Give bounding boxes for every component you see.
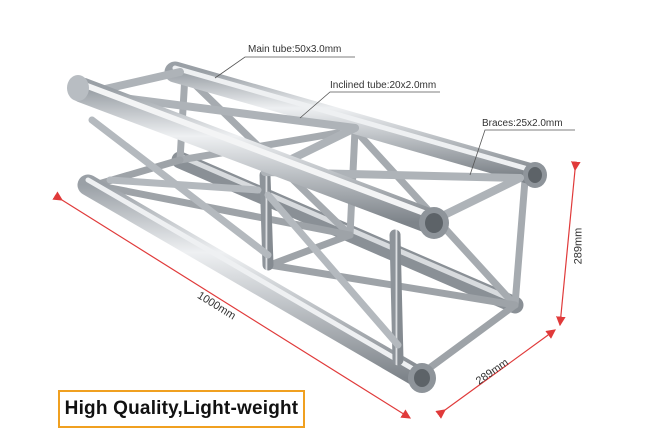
dimension-lines — [52, 161, 581, 419]
main-tube-callout: Main tube:50x3.0mm — [248, 44, 342, 55]
callout-leaders — [214, 56, 575, 176]
inclined-tube-callout: Inclined tube:20x2.0mm — [330, 80, 437, 91]
height-dimension-label: 289mm — [572, 227, 585, 265]
braces-callout: Braces:25x2.0mm — [482, 118, 563, 129]
feature-banner: High Quality,Light-weight — [58, 390, 305, 428]
back-top-chord — [164, 61, 547, 188]
feature-banner-text: High Quality,Light-weight — [64, 398, 299, 419]
